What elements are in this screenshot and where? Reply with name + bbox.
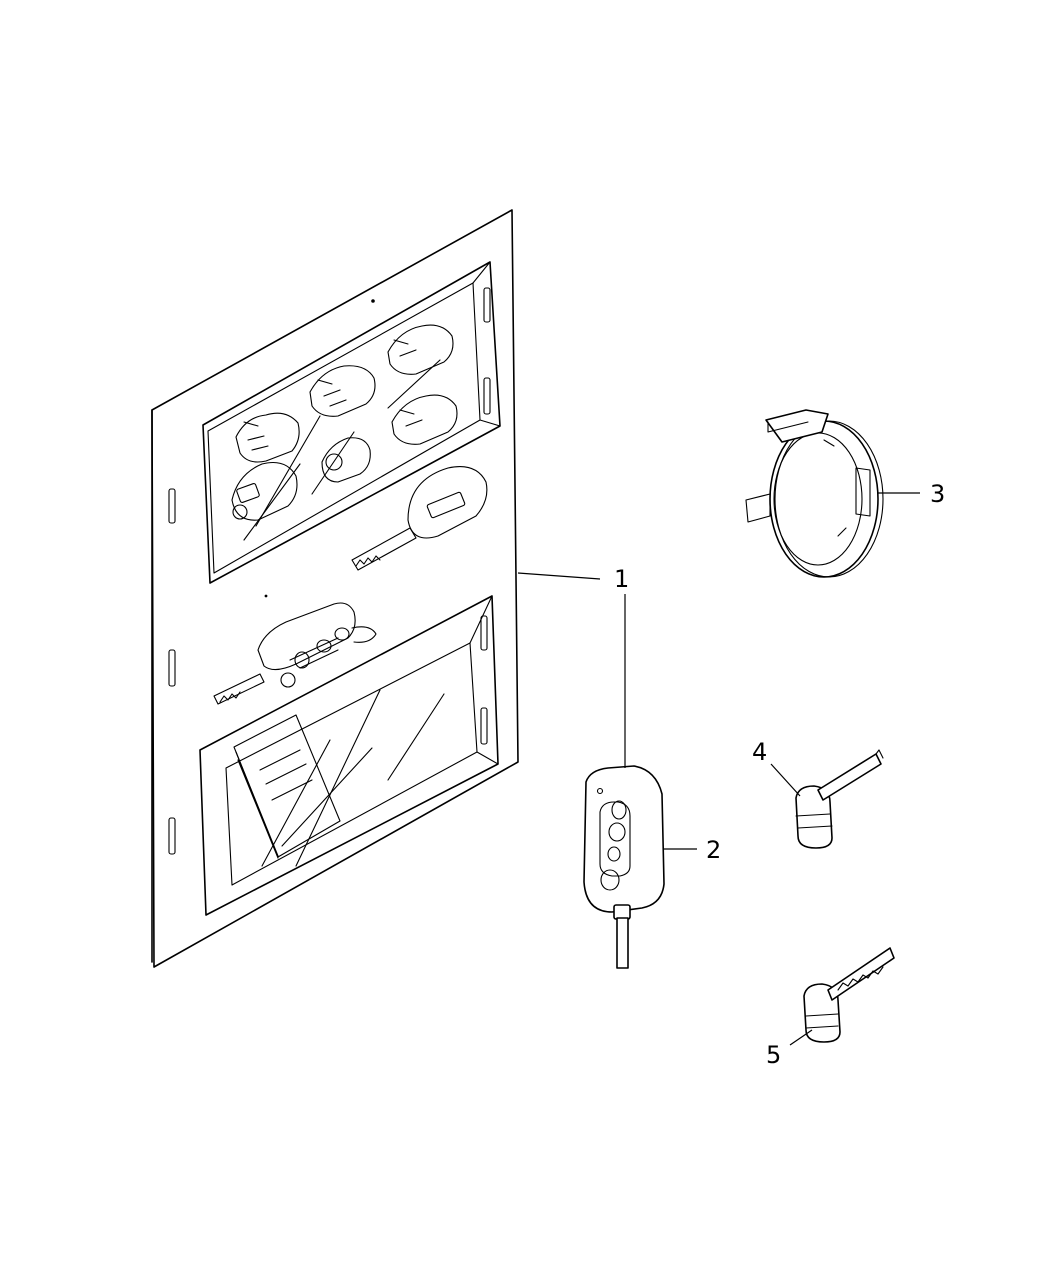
ignition-lock-ring-icon [745, 409, 884, 578]
callout-1: 1 [614, 565, 629, 593]
key-lock-kit-board-icon [151, 209, 519, 968]
callout-5: 5 [766, 1041, 781, 1069]
leader-lines [517, 492, 920, 1046]
flip-key-fob-icon [583, 765, 665, 969]
callout-2: 2 [706, 836, 721, 864]
key-blank-icon [795, 749, 884, 849]
callout-3: 3 [930, 480, 945, 508]
cut-key-blade-icon [803, 947, 895, 1043]
callout-4: 4 [752, 738, 767, 766]
